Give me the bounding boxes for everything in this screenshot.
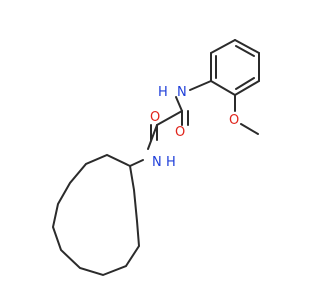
atom-labels: N H N H O O O <box>150 85 239 170</box>
cyclododecane-ring <box>51 153 141 277</box>
bond-nh-ring <box>189 80 212 91</box>
benzene-ring <box>210 39 260 96</box>
bond-nh-cyclododecyl <box>129 159 144 167</box>
atom-n-bottom: N <box>152 155 162 170</box>
atom-n-top: N <box>177 85 187 100</box>
bond-carbonyl-nh-lower <box>147 124 158 150</box>
bond-nh-carbonyl <box>175 96 183 112</box>
atom-h-bottom: H <box>166 155 176 170</box>
atom-o-methoxy: O <box>229 113 239 128</box>
atom-h-top: H <box>158 85 168 100</box>
methoxy-group <box>234 94 259 135</box>
atom-o-carbonyl-left: O <box>150 110 160 125</box>
molecule-structure: N H N H O O O <box>51 39 260 277</box>
atom-o-carbonyl-right: O <box>175 125 185 140</box>
